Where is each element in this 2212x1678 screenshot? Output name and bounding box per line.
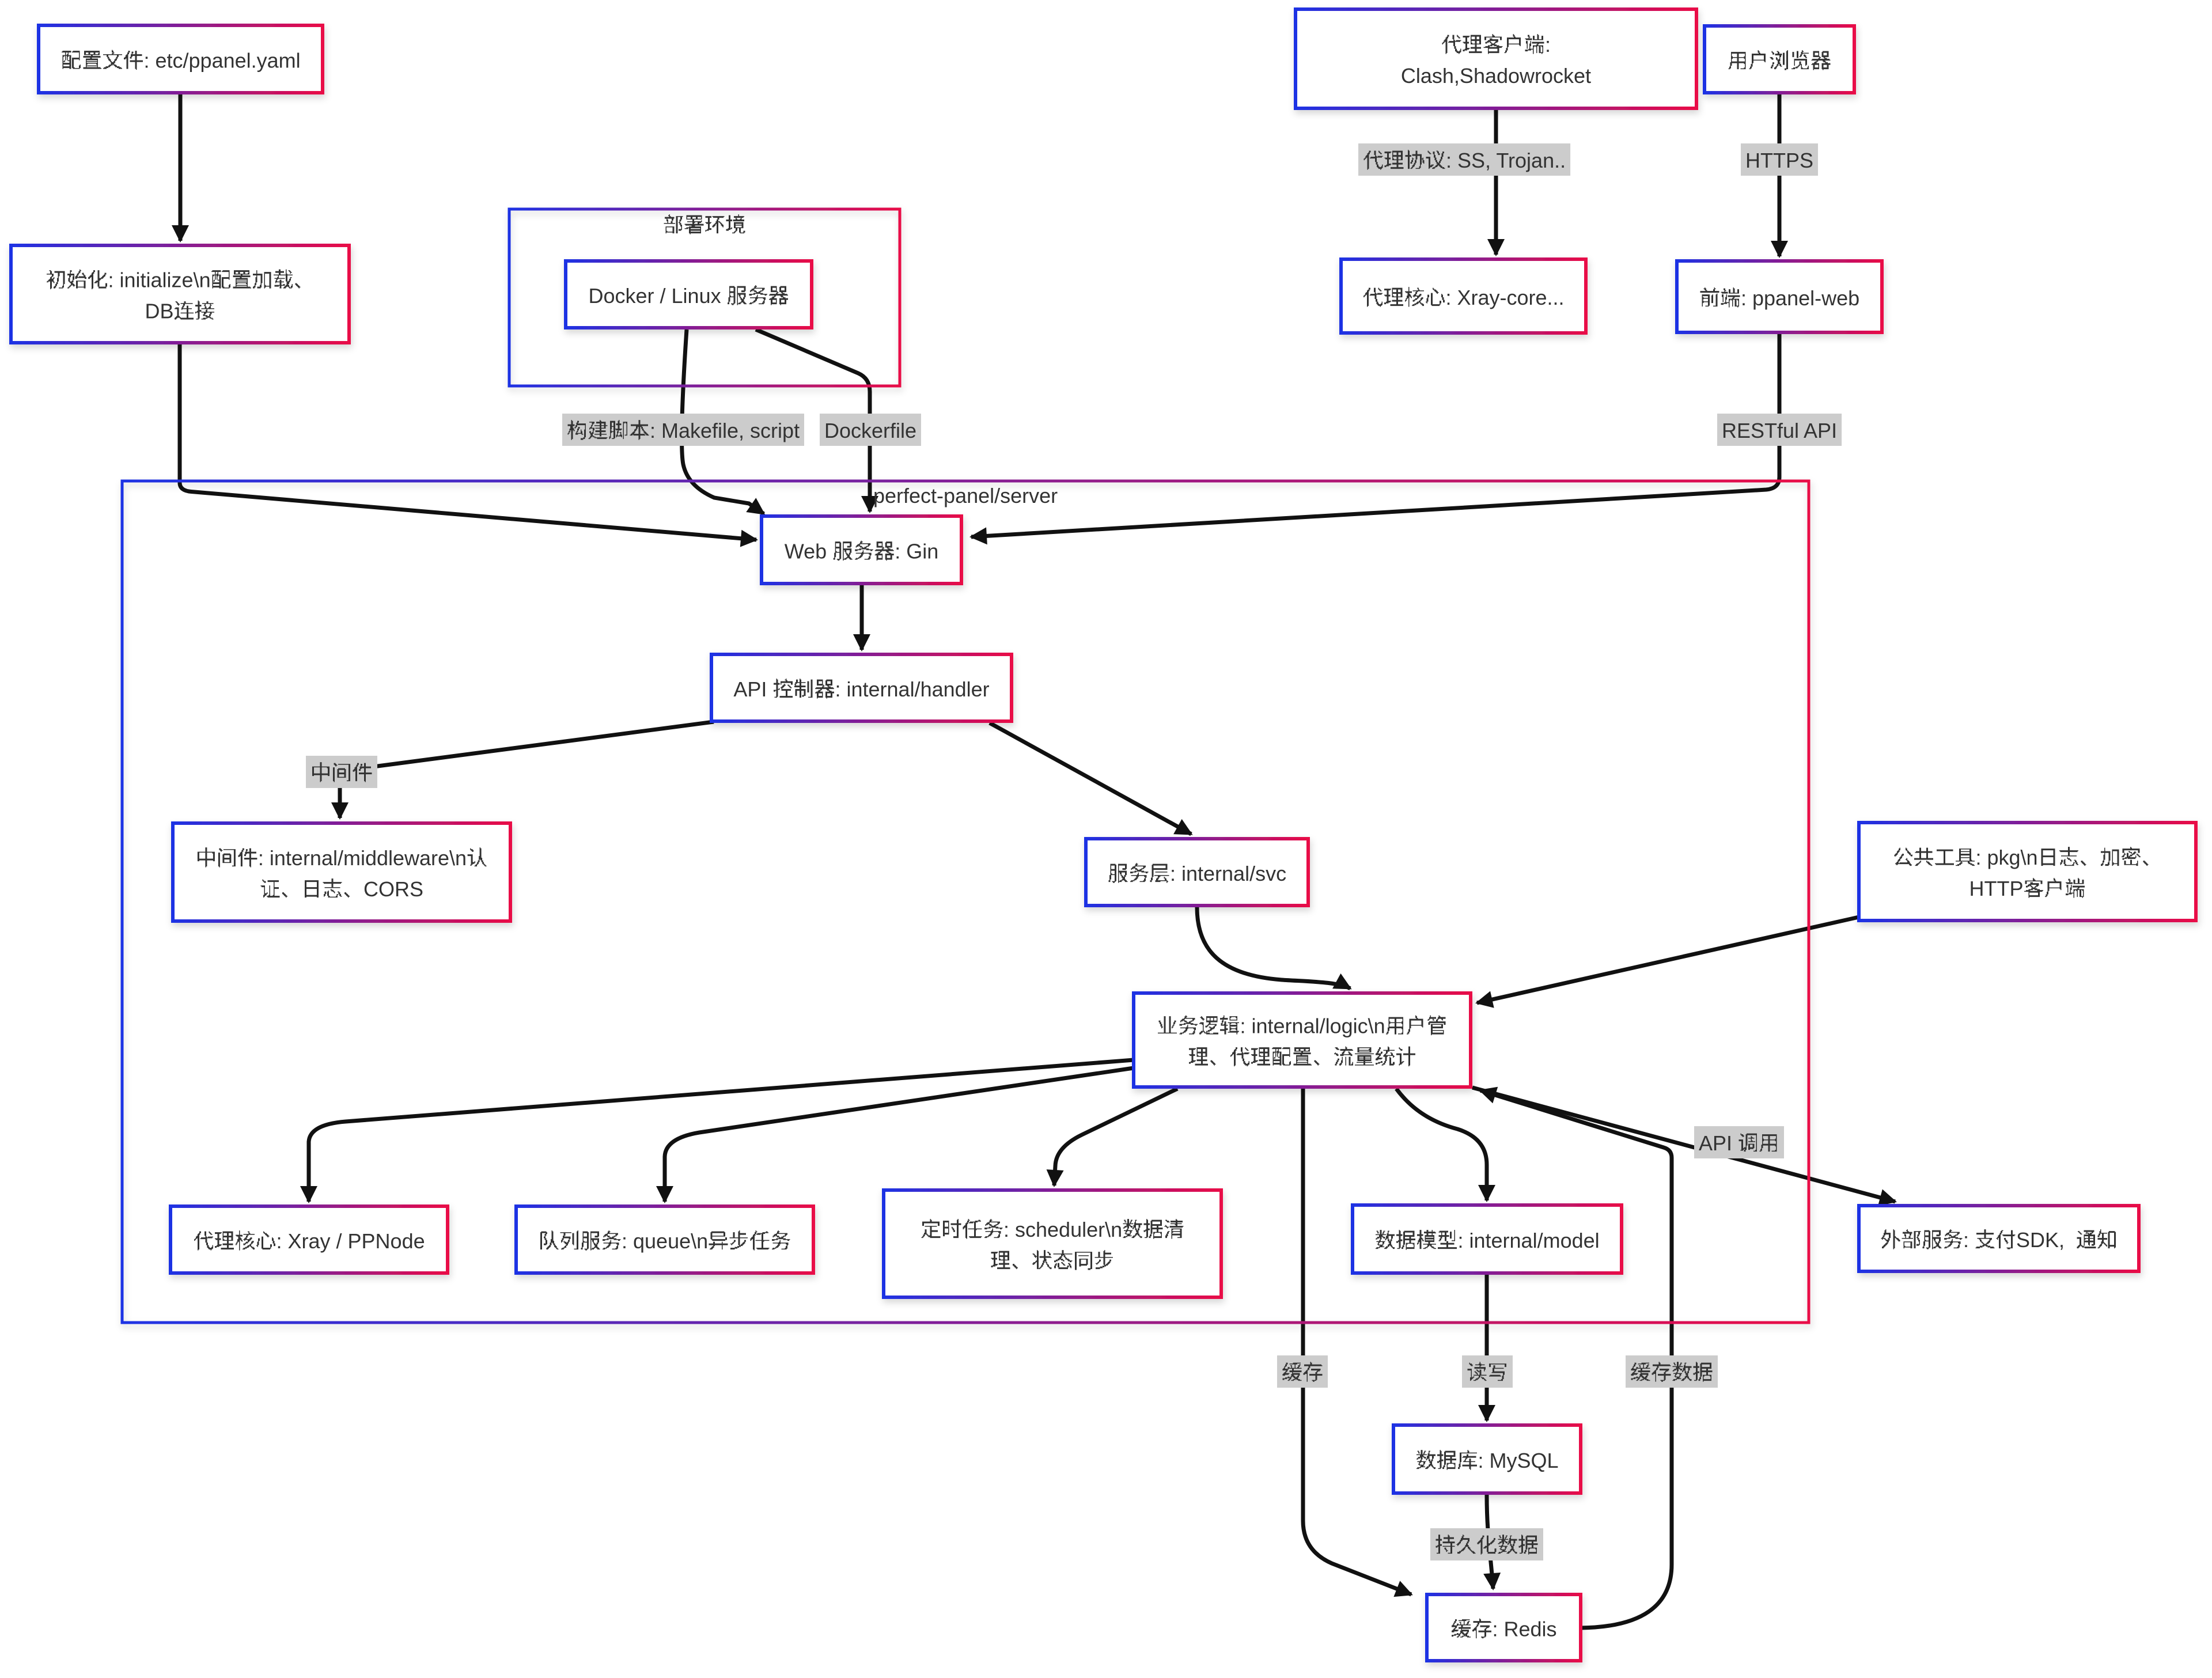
- svg-text:Web: Web: [785, 540, 827, 563]
- svg-text:: initialize\n: : initialize\n: [108, 268, 211, 292]
- svg-text:: internal/handler: : internal/handler: [835, 677, 990, 701]
- svg-text:: internal/svc: : internal/svc: [1170, 862, 1286, 885]
- svg-text:perfect-panel/server: perfect-panel/server: [873, 484, 1058, 507]
- svg-text:HTTPS: HTTPS: [1745, 149, 1813, 172]
- svg-text::: :: [1963, 1228, 1969, 1252]
- svg-text:: etc/ppanel.yaml: : etc/ppanel.yaml: [144, 49, 301, 73]
- svg-text:: Makefile, script: : Makefile, script: [650, 419, 800, 442]
- svg-text:: scheduler\n: : scheduler\n: [1003, 1218, 1122, 1241]
- svg-text:Dockerfile: Dockerfile: [824, 419, 916, 442]
- svg-text:Clash,Shadowrocket: Clash,Shadowrocket: [1401, 64, 1591, 88]
- svg-text:Docker / Linux: Docker / Linux: [589, 284, 721, 308]
- svg-text:: internal/model: : internal/model: [1458, 1229, 1600, 1252]
- svg-text:API: API: [733, 677, 767, 701]
- svg-text:: SS, Trojan..: : SS, Trojan..: [1446, 149, 1566, 172]
- svg-text:CORS: CORS: [363, 877, 423, 901]
- svg-text:API: API: [1699, 1131, 1732, 1155]
- svg-text:: internal/middleware\n: : internal/middleware\n: [258, 846, 467, 870]
- svg-text::: :: [1545, 33, 1551, 56]
- svg-text:: queue\n: : queue\n: [622, 1229, 708, 1253]
- svg-text:: Gin: : Gin: [895, 540, 938, 563]
- svg-text:: ppanel-web: : ppanel-web: [1741, 286, 1859, 310]
- svg-text:: MySQL: : MySQL: [1478, 1449, 1559, 1472]
- svg-text:: pkg\n: : pkg\n: [1976, 846, 2038, 869]
- svg-text:RESTful API: RESTful API: [1722, 419, 1837, 442]
- svg-text:: Xray-core...: : Xray-core...: [1446, 286, 1565, 309]
- svg-text:: Redis: : Redis: [1493, 1618, 1557, 1641]
- svg-text:: internal/logic\n: : internal/logic\n: [1240, 1014, 1385, 1038]
- svg-text:: Xray / PPNode: : Xray / PPNode: [276, 1229, 425, 1253]
- svg-text:HTTP: HTTP: [1969, 877, 2024, 900]
- svg-text:SDK,: SDK,: [2016, 1228, 2065, 1252]
- svg-text:DB: DB: [145, 300, 174, 323]
